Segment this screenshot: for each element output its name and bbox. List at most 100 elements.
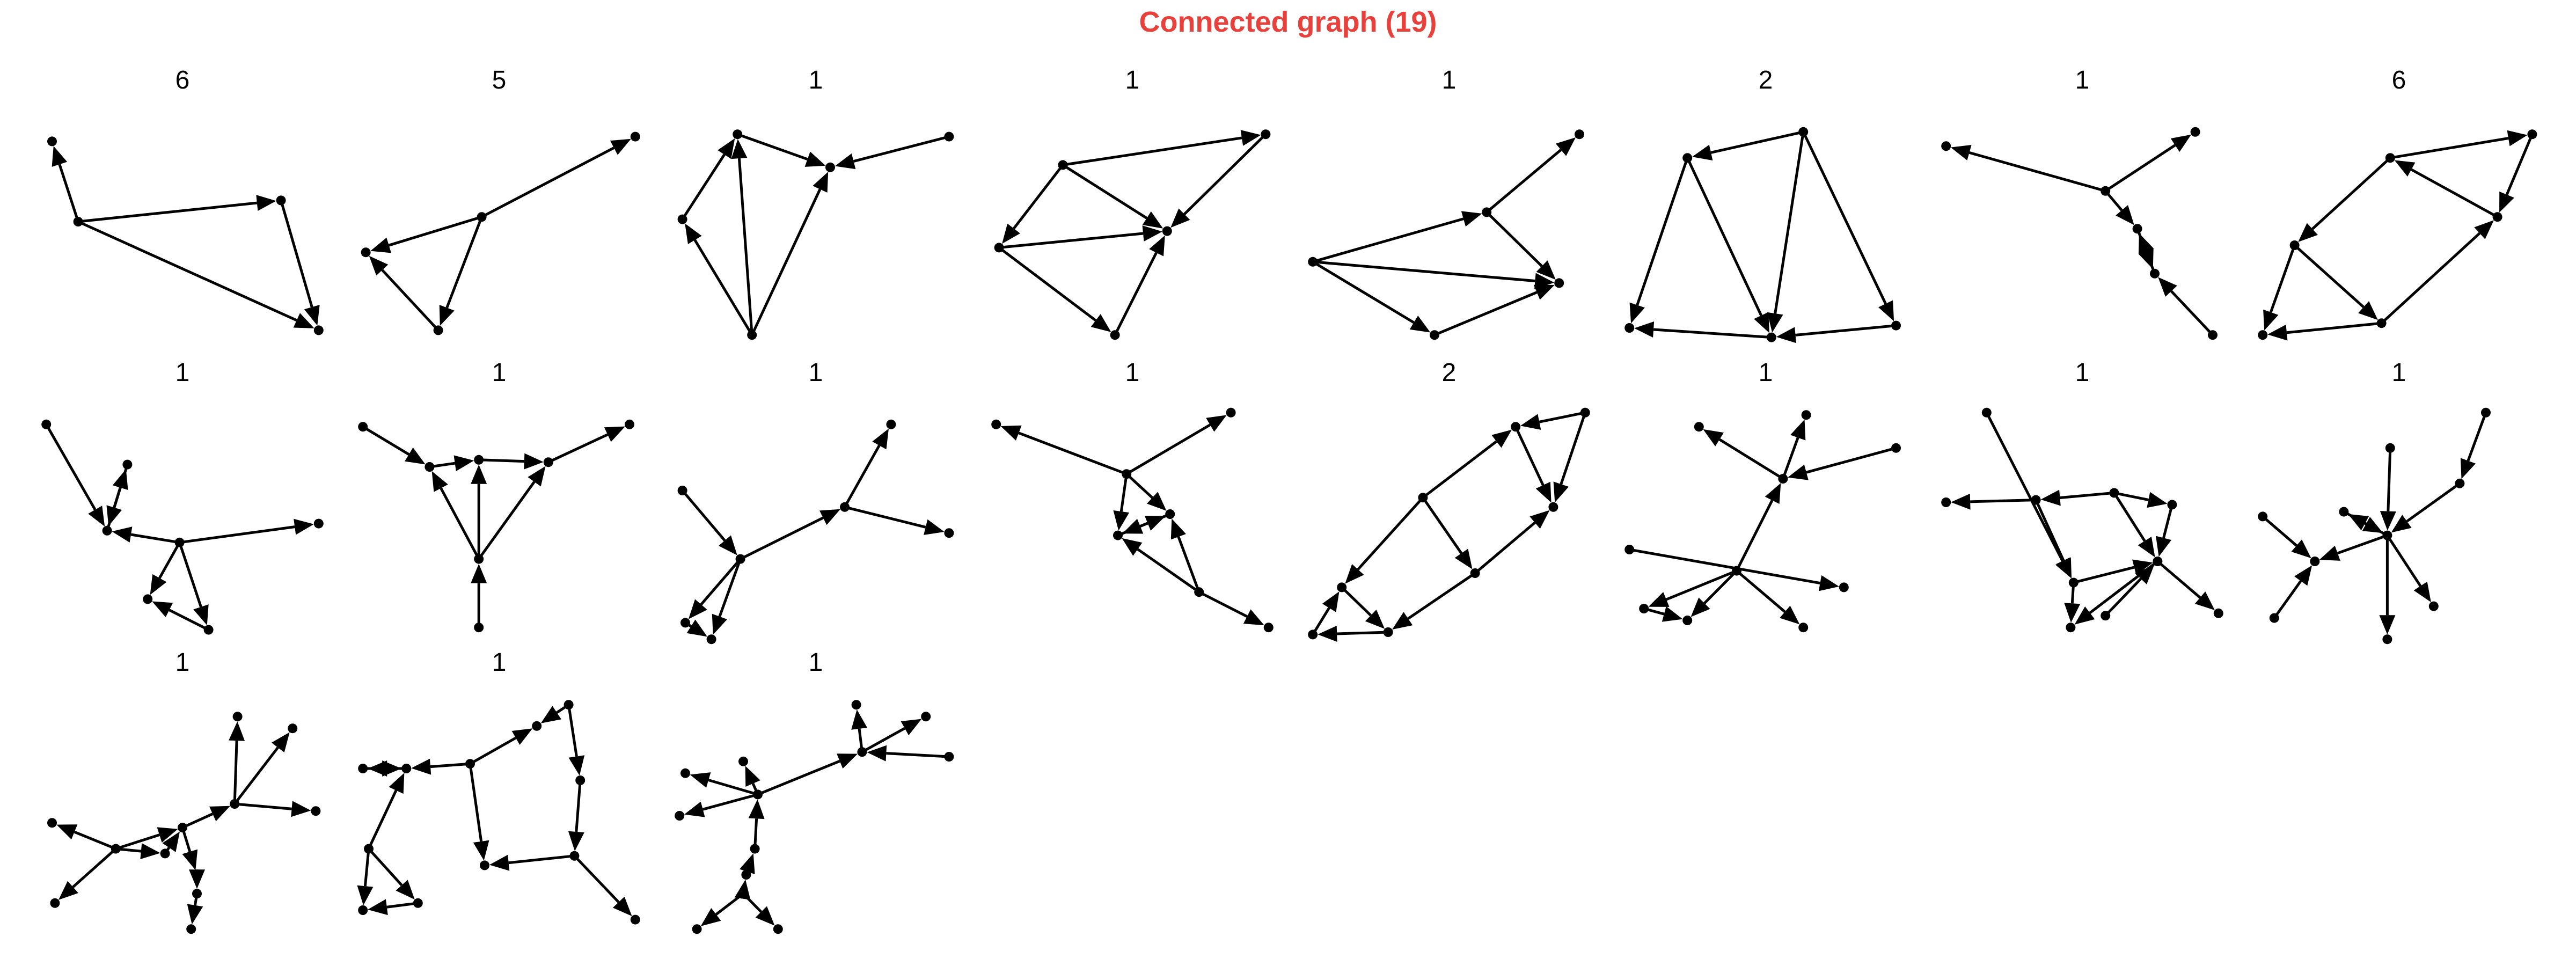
edge-arrowhead	[2138, 233, 2154, 254]
edge-arrowhead	[755, 906, 775, 926]
edge-arrowhead	[473, 840, 489, 861]
edge-arrowhead	[568, 755, 585, 776]
graph-node	[738, 889, 748, 899]
edge-arrowhead	[2056, 557, 2072, 579]
edge-arrowhead	[1409, 316, 1431, 333]
edge-arrowhead	[112, 469, 128, 491]
graph-node	[1778, 474, 1788, 484]
edge-arrowhead	[229, 721, 245, 741]
edge-arrowhead	[1091, 314, 1111, 332]
graph-edge	[1985, 412, 2064, 562]
edge-arrowhead	[389, 773, 405, 794]
edge-arrowhead	[700, 908, 721, 926]
graph-edge	[2406, 482, 2461, 523]
graph-edge	[74, 830, 116, 850]
edge-arrowhead	[193, 604, 209, 626]
edge-arrowhead	[719, 535, 737, 555]
graph-edge	[179, 525, 295, 544]
graph-node	[706, 634, 716, 645]
edge-arrowhead	[370, 237, 392, 253]
edge-arrowhead	[1122, 538, 1143, 556]
graph-node	[2208, 330, 2218, 340]
graph-edge	[1806, 447, 1897, 474]
edge-arrowhead	[2391, 515, 2412, 533]
graph-node	[311, 806, 321, 816]
graph-node	[2310, 557, 2320, 566]
graph-node	[1261, 129, 1271, 140]
graph-node	[2213, 608, 2223, 618]
graph-edge	[575, 780, 582, 832]
edge-arrowhead	[2263, 309, 2279, 331]
graph-edge	[2060, 491, 2114, 500]
edge-arrowhead	[1629, 302, 1645, 324]
graph-node	[41, 419, 52, 429]
edge-arrowhead	[1780, 605, 1800, 625]
graph-node	[1194, 587, 1204, 597]
edge-arrowhead	[293, 313, 314, 328]
edge-arrowhead	[731, 139, 748, 159]
graph-node	[753, 789, 763, 800]
edge-arrowhead	[2507, 130, 2528, 147]
edge-arrowhead	[835, 153, 856, 170]
graph-node	[677, 214, 687, 224]
edge-arrowhead	[2074, 606, 2095, 625]
graph-edge	[1018, 431, 1128, 475]
graph-node	[1624, 545, 1635, 554]
graph-edge	[2386, 535, 2422, 587]
graph-node	[1482, 207, 1492, 217]
edge-arrowhead	[851, 709, 867, 730]
graph-node	[192, 870, 202, 880]
graph-node	[1337, 582, 1347, 592]
graph-node	[2376, 318, 2387, 328]
edge-arrowhead	[1692, 144, 1713, 160]
graph-edge	[715, 892, 744, 916]
graph-node	[1580, 407, 1590, 418]
graph-node	[944, 131, 954, 142]
graph-edge	[843, 444, 881, 508]
graph-edge	[368, 847, 403, 887]
edge-arrowhead	[2499, 191, 2514, 213]
graph-edge	[1357, 496, 1424, 570]
edge-arrowhead	[804, 151, 826, 167]
graph-node	[1941, 497, 1951, 507]
edge-arrowhead	[2298, 223, 2318, 242]
graph-edge	[181, 813, 214, 829]
graph-edge	[1703, 569, 1738, 604]
graph-node	[174, 537, 185, 547]
graph-node	[1798, 127, 1809, 137]
graph-node	[2066, 623, 2076, 633]
graph-node	[474, 554, 484, 564]
edge-arrowhead	[604, 426, 625, 442]
graph-edge	[469, 736, 517, 765]
graph-node	[994, 243, 1004, 253]
graph-node	[1891, 320, 1901, 331]
graph-node	[474, 455, 484, 465]
edge-arrowhead	[2380, 511, 2396, 531]
graph-edge	[1782, 437, 1799, 479]
graph-panel: 1	[677, 358, 954, 645]
graph-edge	[2269, 245, 2296, 313]
edge-arrowhead	[1243, 609, 1264, 626]
graph-edge	[740, 516, 824, 560]
graph-edge	[1514, 426, 1545, 486]
graph-panel: 1	[1941, 66, 2218, 340]
graph-node	[1470, 568, 1480, 578]
graph-edge	[1665, 569, 1737, 601]
edge-arrowhead	[1662, 606, 1683, 622]
graph-panel: 1	[47, 648, 321, 934]
edge-arrowhead	[837, 753, 858, 769]
graph-edge	[1119, 473, 1128, 512]
edge-arrowhead	[140, 843, 160, 860]
edge-arrowhead	[528, 466, 546, 487]
edge-arrowhead	[2147, 492, 2168, 508]
graph-node	[122, 459, 133, 470]
graph-node	[1682, 153, 1693, 163]
edge-arrowhead	[471, 464, 487, 484]
edge-arrowhead	[1142, 211, 1163, 229]
graph-node	[738, 756, 748, 766]
graph-edge	[1407, 572, 1476, 620]
graph-edge	[1312, 260, 1535, 283]
edge-arrowhead	[411, 758, 431, 775]
graph-edge	[1735, 500, 1774, 572]
graph-edge	[1312, 260, 1415, 324]
